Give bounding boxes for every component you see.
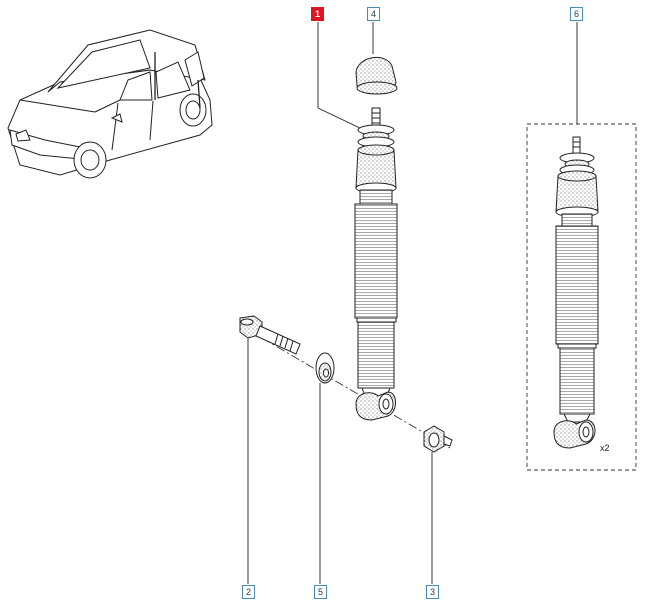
callout-2[interactable]: 2 [242, 585, 255, 599]
mounting-bolt [239, 315, 301, 355]
callout-4[interactable]: 4 [367, 7, 380, 21]
washer [315, 352, 335, 384]
callout-1[interactable]: 1 [311, 7, 324, 21]
shock-absorber-assembly [553, 136, 599, 449]
bump-stop-cap [355, 57, 398, 95]
callout-6[interactable]: 6 [570, 7, 583, 21]
assembly-frame [526, 123, 637, 471]
leader-lines [247, 22, 578, 584]
callout-3[interactable]: 3 [426, 585, 439, 599]
callout-5[interactable]: 5 [314, 585, 327, 599]
lock-nut [423, 425, 453, 453]
vehicle-illustration [7, 29, 213, 179]
quantity-label: x2 [600, 443, 610, 453]
shock-absorber-main [354, 107, 398, 421]
